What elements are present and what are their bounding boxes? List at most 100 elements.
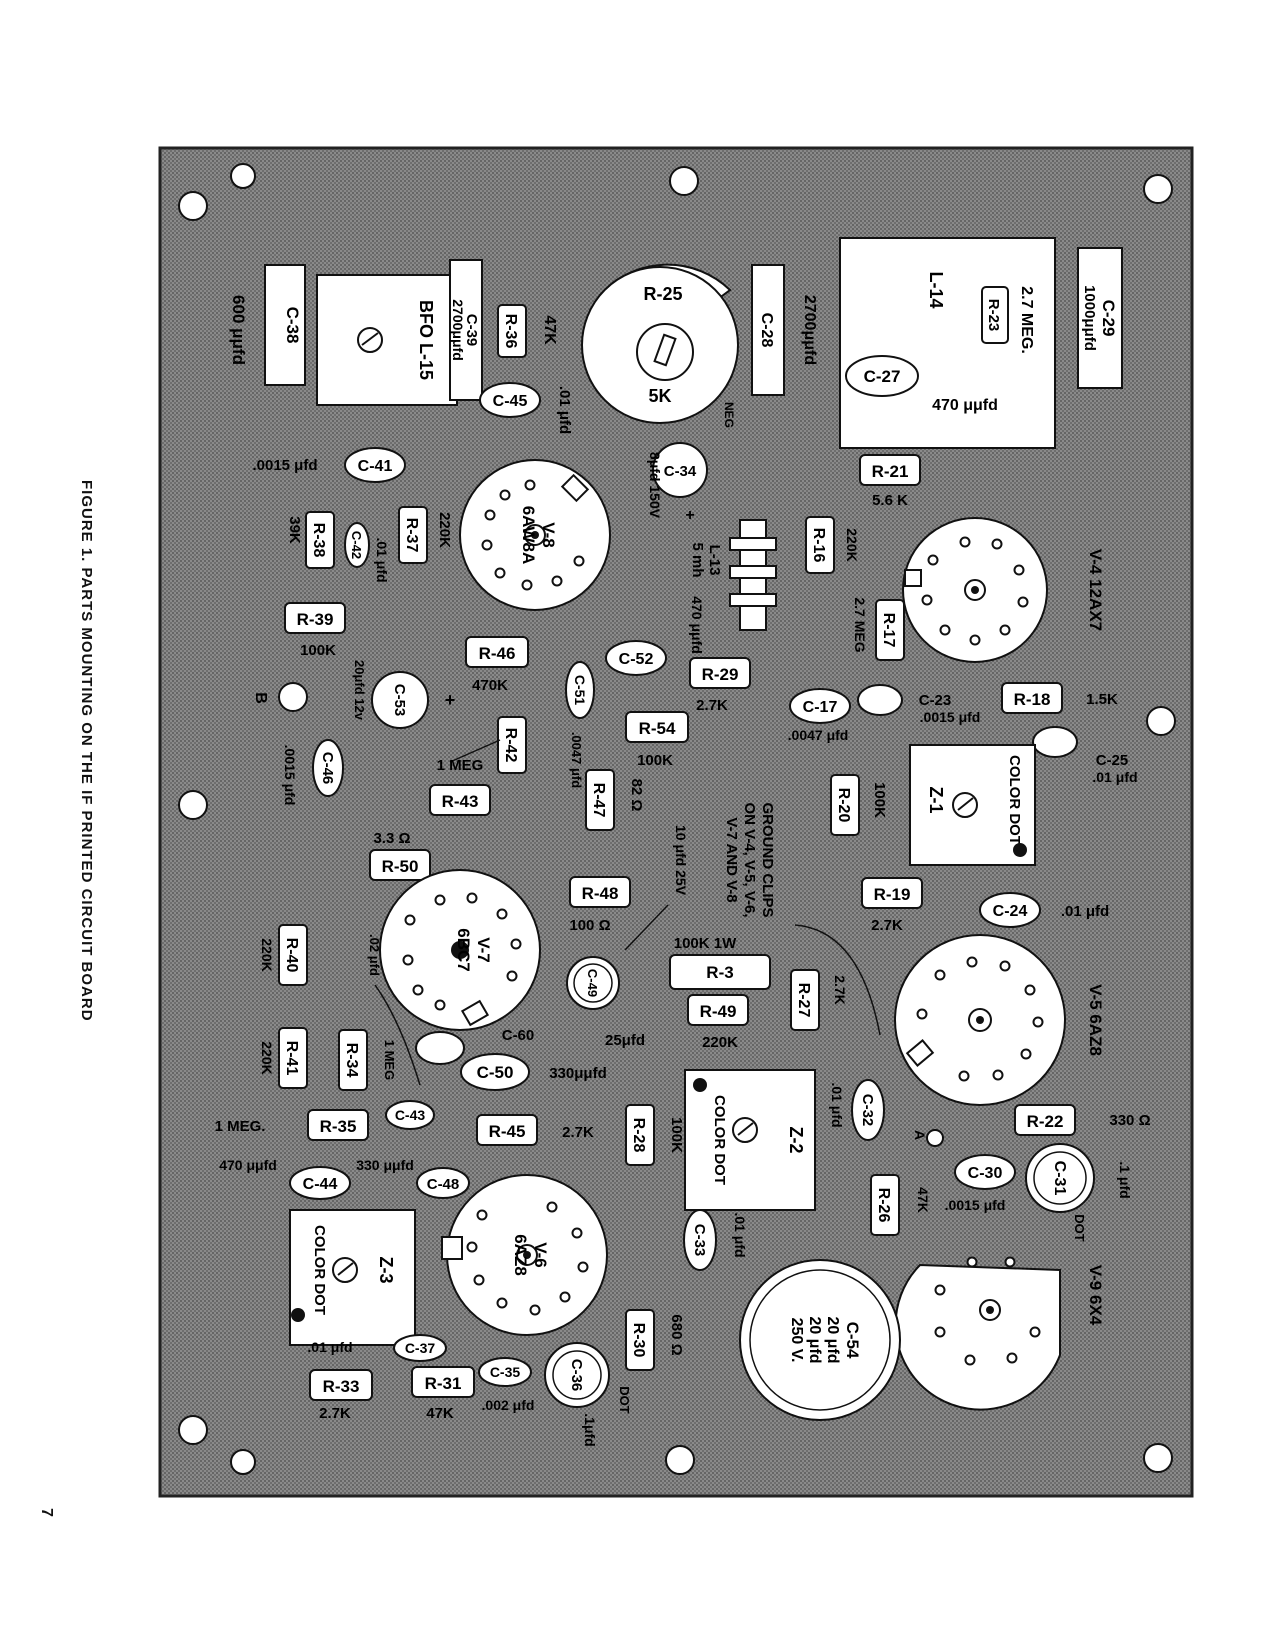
resistor-r20: R-20: [830, 774, 860, 836]
r26-ref: R-26: [875, 1188, 892, 1223]
r40-value: 220K: [259, 938, 275, 971]
v6-ref: V-6: [531, 1242, 550, 1268]
page-number: 7: [38, 1508, 55, 1517]
c53-ref: C-53: [391, 684, 408, 717]
resistor-r45: R-45 2.7K: [476, 1114, 594, 1146]
c43-ref: C-43: [395, 1107, 426, 1123]
potentiometer-r25: R-25 5K: [581, 263, 739, 424]
r25-ref: R-25: [643, 284, 682, 304]
c29-ref: C-29: [1099, 300, 1118, 337]
c39-ref: C-39: [463, 314, 480, 347]
r45-value: 2.7K: [562, 1124, 594, 1141]
v4-label: V-4 12AX7: [1086, 549, 1105, 631]
z3-ref: Z-3: [376, 1257, 396, 1284]
z2-dot: COLOR DOT: [711, 1095, 728, 1185]
c33-ref: C-33: [691, 1224, 708, 1257]
c34-value: 8μfd 150V: [647, 452, 663, 519]
v7-type: 6BC7: [454, 928, 473, 971]
mount-hole-icon: [926, 1129, 944, 1147]
c36-ref: C-36: [568, 1359, 585, 1392]
resistor-r29: R-29 2.7K: [689, 657, 751, 714]
c53-plus: +: [445, 690, 456, 710]
capacitor-c37: C-37 .01 μfd: [307, 1334, 447, 1362]
c60-value: .02 μfd: [367, 934, 382, 976]
r42-value: 1 MEG: [437, 757, 484, 774]
v8-ref: V-8: [539, 522, 558, 548]
capacitor-c32: C-32: [851, 1079, 885, 1141]
r46-ref: R-46: [479, 644, 516, 663]
r35-value: 1 MEG.: [215, 1118, 266, 1135]
z1-ref: Z-1: [926, 787, 946, 814]
resistor-r36: R-36: [497, 304, 527, 358]
mount-hole-icon: [1143, 174, 1173, 204]
r26-value: 47K: [915, 1187, 931, 1213]
c54-v3: 250 V.: [788, 1318, 805, 1363]
capacitor-c54: C-54 20 μfd 20 μfd 250 V.: [739, 1259, 901, 1421]
c39-value: 2700μμfd: [450, 299, 466, 361]
r23-value: 2.7 MEG.: [1018, 286, 1035, 354]
ground-line3: V-7 AND V-8: [723, 817, 740, 902]
c38-value: 600 μμfd: [229, 295, 248, 365]
c42-ref: C-42: [349, 531, 364, 559]
r39-value: 100K: [300, 642, 336, 659]
z1-dot: COLOR DOT: [1006, 755, 1023, 845]
r47-value: 82 Ω: [628, 779, 645, 812]
r19-ref: R-19: [874, 885, 911, 904]
resistor-r19: R-19 2.7K: [861, 877, 923, 934]
c31-ref: C-31: [1051, 1161, 1068, 1196]
capacitor-c45: C-45: [479, 382, 541, 418]
capacitor-c31: C-31 .1 μfd DOT: [1025, 1143, 1133, 1242]
r23-ref: R-23: [985, 299, 1002, 332]
c30-value: .0015 μfd: [945, 1197, 1006, 1213]
v4-ref: V-4: [1086, 549, 1105, 575]
v9-label: V-9 6X4: [1086, 1265, 1105, 1326]
resistor-r28: R-28: [625, 1104, 655, 1166]
capacitor-c53: C-53 20μfd 12v +: [352, 660, 456, 729]
c50-ref: C-50: [477, 1063, 514, 1082]
c35-ref: C-35: [490, 1364, 521, 1380]
resistor-r41: R-41: [278, 1027, 308, 1089]
r54-ref: R-54: [639, 719, 676, 738]
r47-ref: R-47: [590, 783, 607, 818]
c48-ref: C-48: [427, 1176, 460, 1193]
r31-ref: R-31: [425, 1374, 462, 1393]
c54-ref: C-54: [843, 1322, 862, 1359]
c44-value: 470 μμfd: [219, 1157, 277, 1173]
choke-l13: L-13 5 mh: [689, 519, 777, 631]
r3-value: 100K 1W: [674, 935, 737, 952]
r30-ref: R-30: [630, 1323, 647, 1358]
c41-ref: C-41: [358, 458, 393, 475]
capacitor-c46: C-46: [312, 739, 344, 797]
r33-value: 2.7K: [319, 1405, 351, 1422]
resistor-r3: R-3 100K 1W: [669, 935, 771, 990]
ground-line1: GROUND CLIPS: [759, 802, 776, 917]
l14-ref: L-14: [926, 271, 946, 308]
mount-hole-icon: [230, 1449, 256, 1475]
c52-ref: C-52: [619, 651, 654, 668]
c32-ref: C-32: [859, 1094, 876, 1127]
resistor-r27: R-27: [790, 969, 820, 1031]
c28-value: 2700μμfd: [801, 295, 818, 365]
v5-type: 6AZ8: [1086, 1014, 1105, 1056]
tube-socket-v4: [902, 517, 1048, 663]
c60-ref: C-60: [502, 1027, 535, 1044]
tube-socket-v7: V-7 6BC7: [379, 869, 541, 1031]
point-b: B: [252, 692, 269, 704]
mount-hole-icon: [230, 163, 256, 189]
c34-neg: NEG: [722, 402, 736, 428]
v7-ref: V-7: [474, 937, 493, 963]
transformer-z2: Z-2 COLOR DOT: [684, 1069, 816, 1211]
resistor-r37: R-37: [398, 506, 428, 564]
transformer-z3: Z-3 COLOR DOT: [289, 1209, 416, 1346]
c45-value: .01 μfd: [556, 386, 573, 434]
r38-value: 39K: [286, 516, 303, 544]
c32-value: .01 μfd: [829, 1082, 845, 1127]
resistor-r54: R-54 100K: [625, 711, 689, 769]
r3-ref: R-3: [706, 963, 733, 982]
c51-value: .0047 μfd: [569, 732, 584, 788]
c49-ref: C-49: [585, 969, 600, 997]
r37-value: 220K: [436, 512, 453, 548]
resistor-r31: R-31 47K: [411, 1366, 475, 1422]
r29-value: 2.7K: [696, 697, 728, 714]
